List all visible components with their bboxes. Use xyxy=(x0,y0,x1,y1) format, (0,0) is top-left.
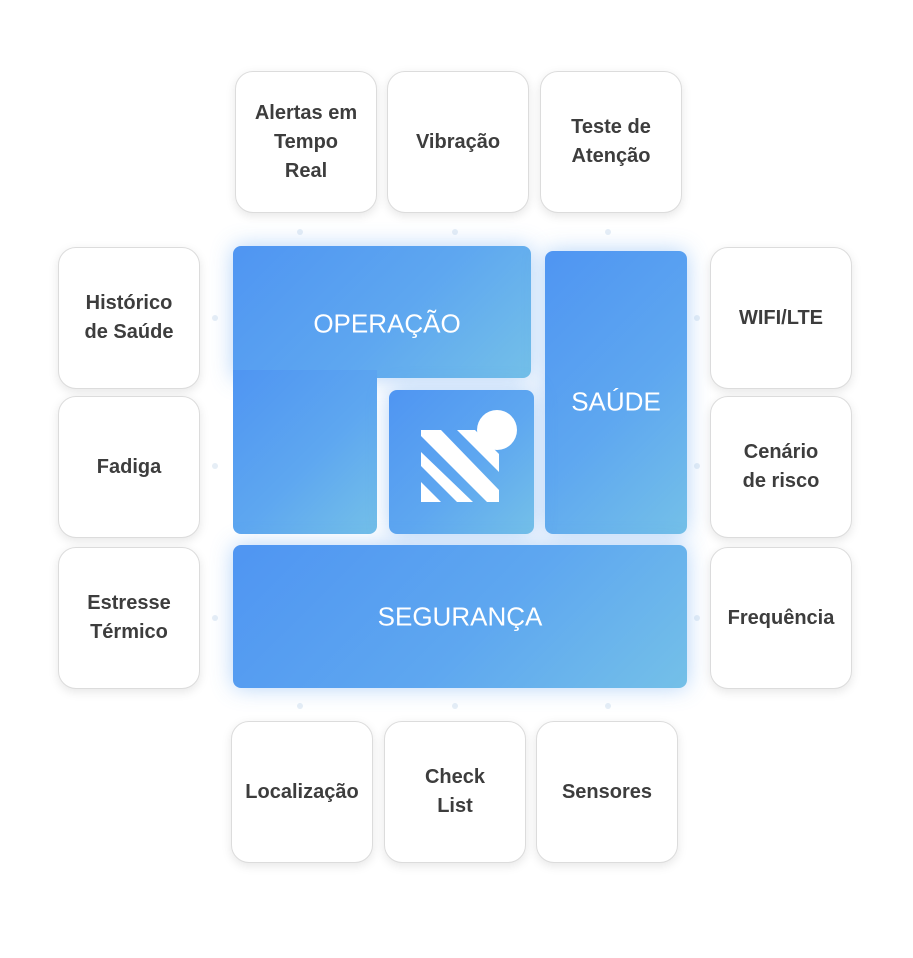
card-sensores: Sensores xyxy=(536,721,678,863)
operacao-block-lower xyxy=(233,370,377,534)
card-check-list: Check List xyxy=(384,721,526,863)
card-label: Vibração xyxy=(415,130,501,153)
card-label: Histórico de Saúde xyxy=(84,292,174,343)
card-label: Fadiga xyxy=(96,455,162,478)
card-label: Frequência xyxy=(727,606,835,629)
card-label: Localização xyxy=(245,780,359,803)
card-label: Alertas em Tempo Real xyxy=(254,101,358,182)
card-label: Sensores xyxy=(561,780,653,803)
card-label: Check List xyxy=(424,766,486,817)
card-estresse-termico: Estresse Térmico xyxy=(58,547,200,689)
saude-block xyxy=(545,251,687,534)
card-fadiga: Fadiga xyxy=(58,396,200,538)
operacao-label: OPERAÇÃO xyxy=(313,308,461,339)
logo-icon xyxy=(421,410,517,502)
card-alertas-tempo-real: Alertas em Tempo Real xyxy=(235,71,377,213)
card-cenario-risco: Cenário de risco xyxy=(710,396,852,538)
card-vibracao: Vibração xyxy=(387,71,529,213)
seguranca-label: SEGURANÇA xyxy=(377,601,543,632)
card-label: Estresse Térmico xyxy=(87,592,171,643)
card-label: Teste de Atenção xyxy=(571,116,651,167)
logo-tile xyxy=(389,390,534,534)
card-wifi-lte: WIFI/LTE xyxy=(710,247,852,389)
card-label: Cenário de risco xyxy=(742,441,820,492)
saude-label: SAÚDE xyxy=(571,386,661,417)
seguranca-block xyxy=(233,545,687,688)
card-teste-atencao: Teste de Atenção xyxy=(540,71,682,213)
operacao-block xyxy=(233,246,531,378)
card-label: WIFI/LTE xyxy=(738,306,824,329)
card-frequencia: Frequência xyxy=(710,547,852,689)
card-localizacao: Localização xyxy=(231,721,373,863)
card-historico-saude: Histórico de Saúde xyxy=(58,247,200,389)
